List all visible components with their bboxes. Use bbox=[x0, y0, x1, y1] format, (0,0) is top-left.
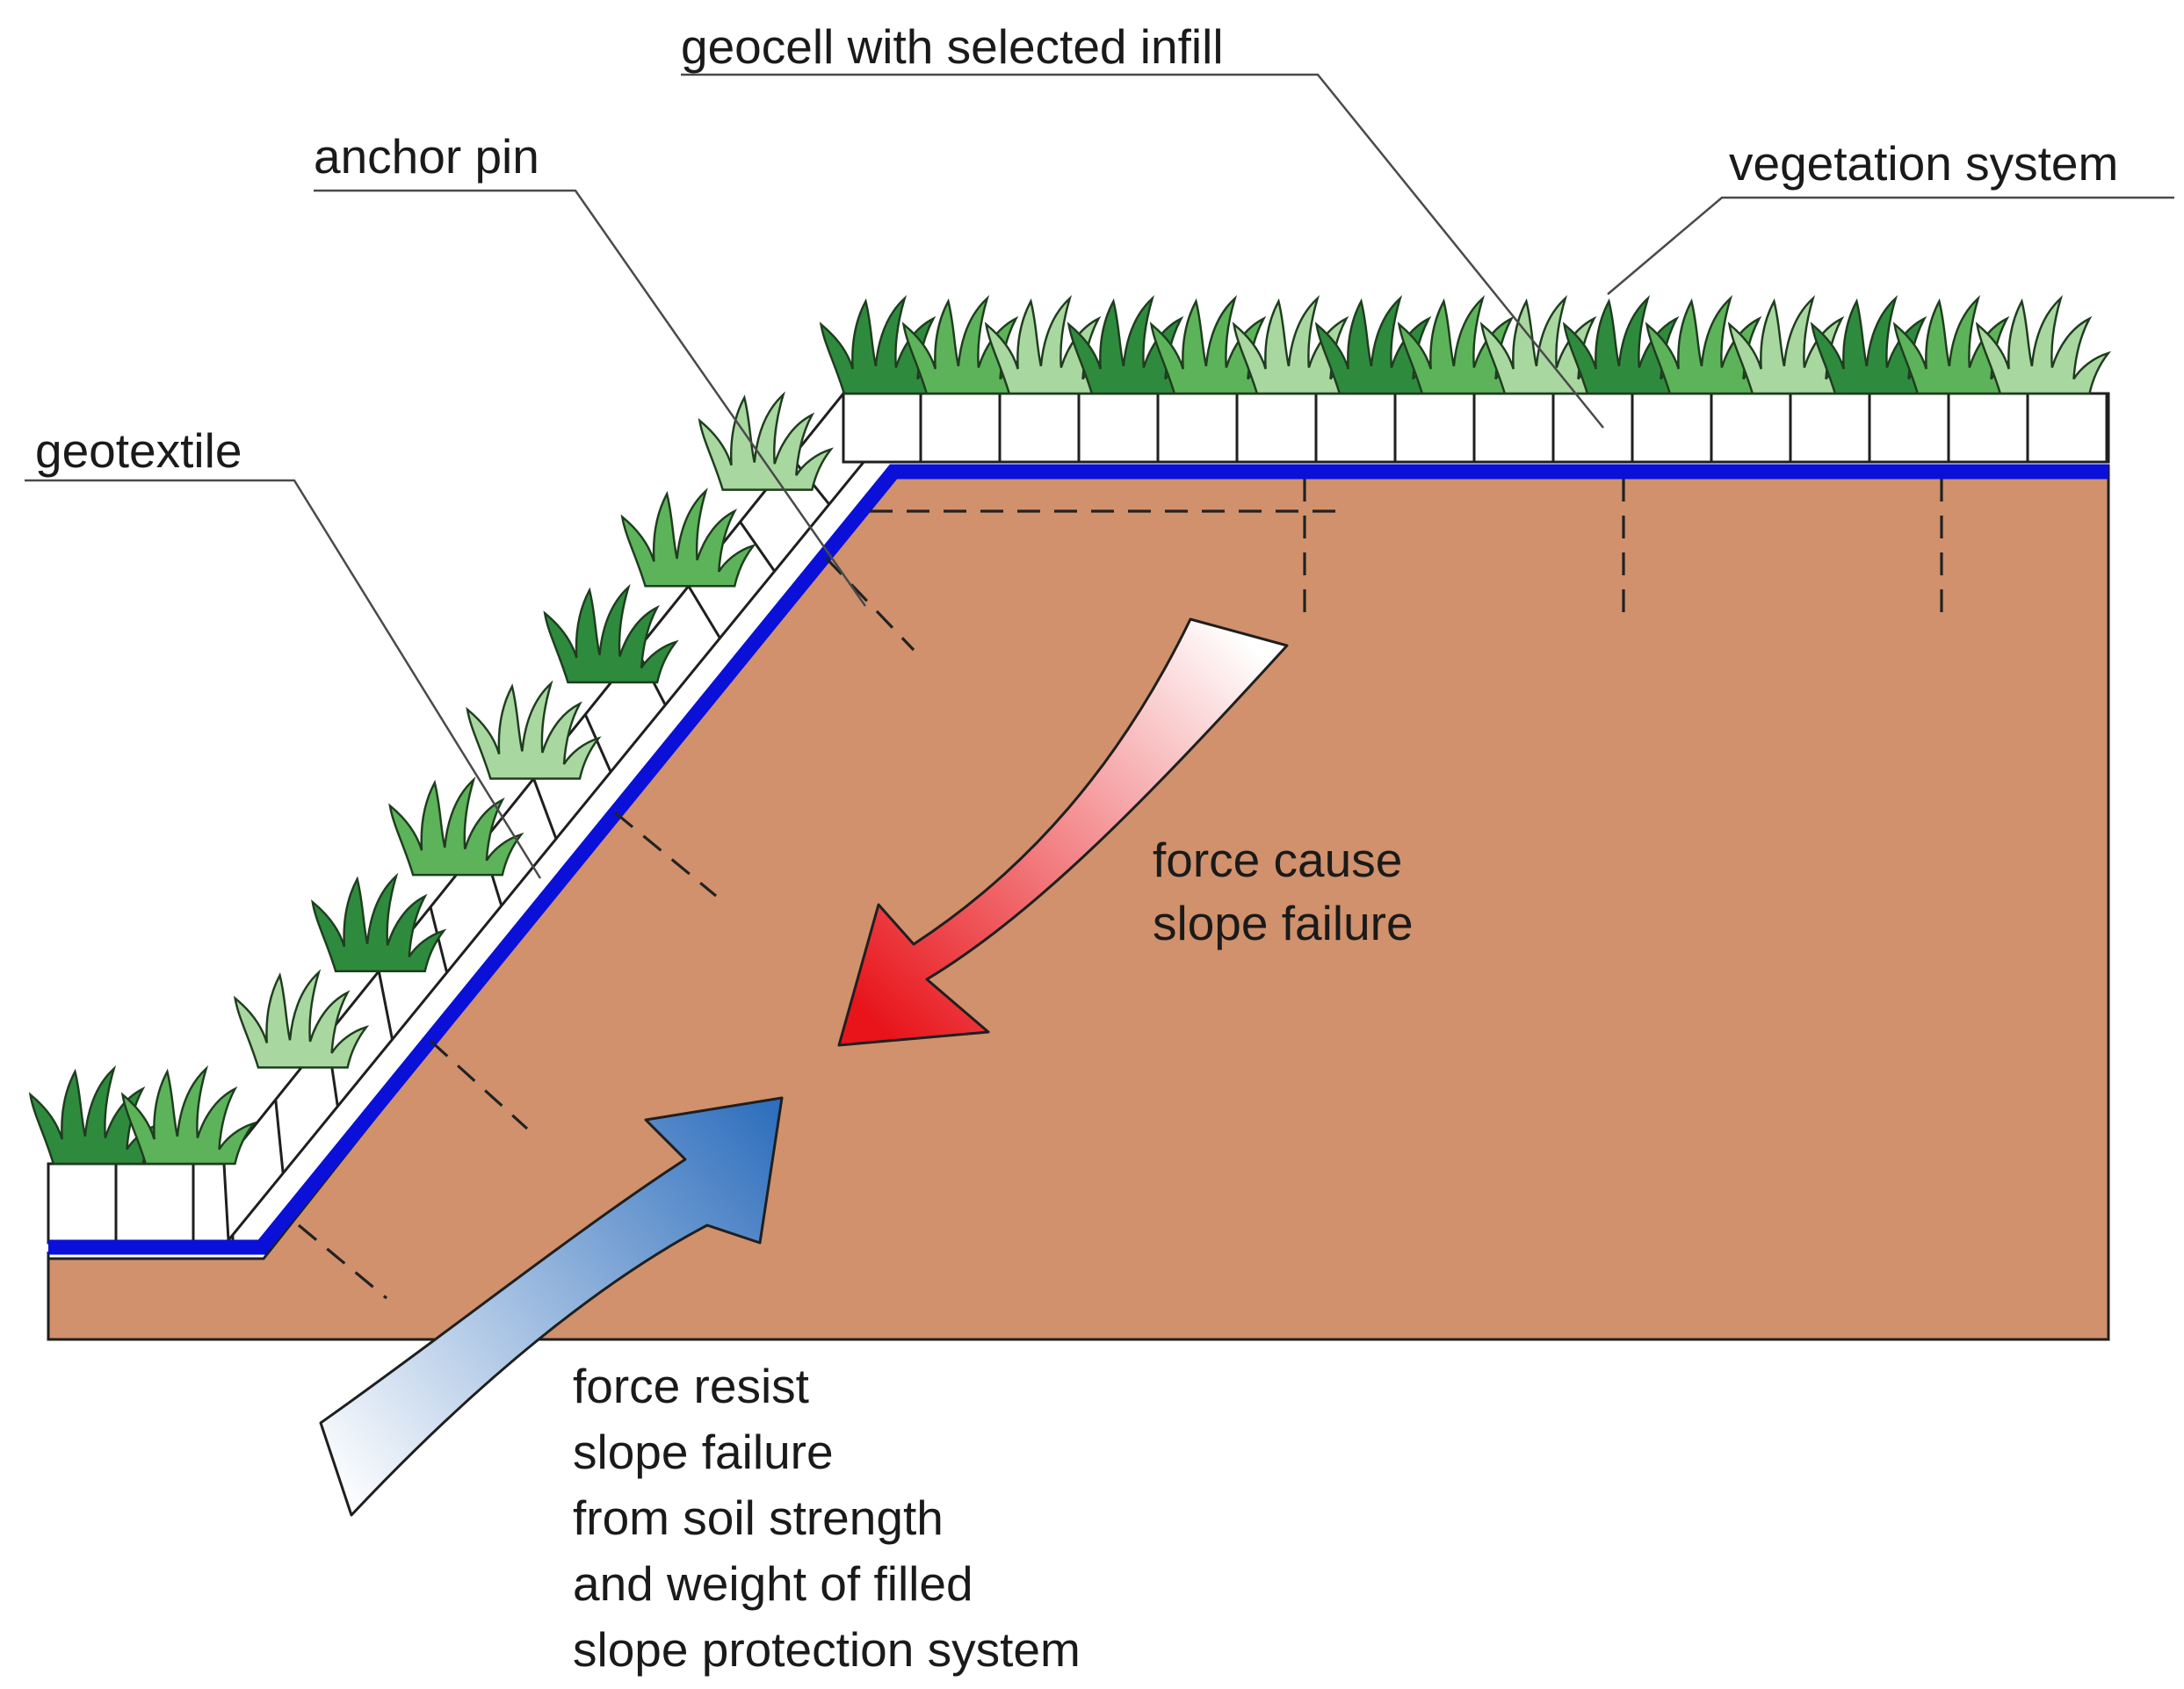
force-resist-label-line-1: force resist bbox=[573, 1359, 809, 1413]
grass-tuft-icon bbox=[543, 583, 679, 684]
vegetation-label: vegetation system bbox=[1729, 136, 2118, 191]
anchor-pin-1 bbox=[297, 1223, 388, 1300]
force-resist-label-line-2: slope failure bbox=[573, 1425, 834, 1479]
geocell-wall bbox=[532, 777, 558, 840]
geocell-walls bbox=[114, 393, 2108, 1243]
geocell-wall bbox=[583, 713, 612, 773]
grass-tuft-icon bbox=[466, 680, 602, 780]
vegetation-system bbox=[28, 294, 2112, 1166]
grass-tuft-icon bbox=[698, 391, 835, 491]
grass-tuft-icon bbox=[28, 1065, 165, 1166]
anchor-pins bbox=[297, 479, 1943, 1300]
anchor-pin-2 bbox=[429, 1039, 529, 1130]
force-cause-label-line-1: force cause bbox=[1153, 833, 1402, 887]
geocell-wall bbox=[274, 1099, 285, 1173]
grass-tuft-icon bbox=[620, 487, 756, 588]
geocell-wall bbox=[739, 521, 776, 573]
anchor-pin-3 bbox=[613, 811, 718, 898]
geocell-bottom bbox=[47, 1162, 235, 1245]
grass-tuft-icon bbox=[120, 1065, 257, 1166]
force-cause-label-line-2: slope failure bbox=[1153, 896, 1414, 950]
force-resist-label-line-4: and weight of filled bbox=[573, 1556, 973, 1611]
anchor-pin-4 bbox=[824, 556, 915, 652]
grass-tuft-icon bbox=[388, 776, 524, 877]
vegetation-leader-line bbox=[1607, 196, 2174, 295]
grass-tuft-icon bbox=[233, 969, 370, 1069]
geocell-label: geocell with selected infill bbox=[681, 19, 1224, 74]
geotextile-label: geotextile bbox=[35, 423, 242, 478]
geocell-leader-line bbox=[681, 73, 1604, 429]
geocell-top bbox=[842, 392, 2110, 464]
grass-tuft-icon bbox=[1975, 294, 2112, 395]
force-resist-label-line-5: slope protection system bbox=[573, 1622, 1081, 1677]
force-resist-label-line-3: from soil strength bbox=[573, 1491, 944, 1545]
grass-tuft-icon bbox=[311, 872, 447, 972]
geotextile-line bbox=[48, 464, 2108, 1255]
geocell-wall bbox=[687, 585, 721, 639]
anchor-pin-leader-line bbox=[314, 189, 867, 607]
anchor-pin-label: anchor pin bbox=[314, 129, 539, 184]
geotextile-leader-line bbox=[25, 479, 542, 879]
force-cause-arrow-icon bbox=[837, 617, 1289, 1047]
force-resist-arrow-icon bbox=[319, 1096, 784, 1517]
geocell-wall bbox=[377, 971, 394, 1040]
